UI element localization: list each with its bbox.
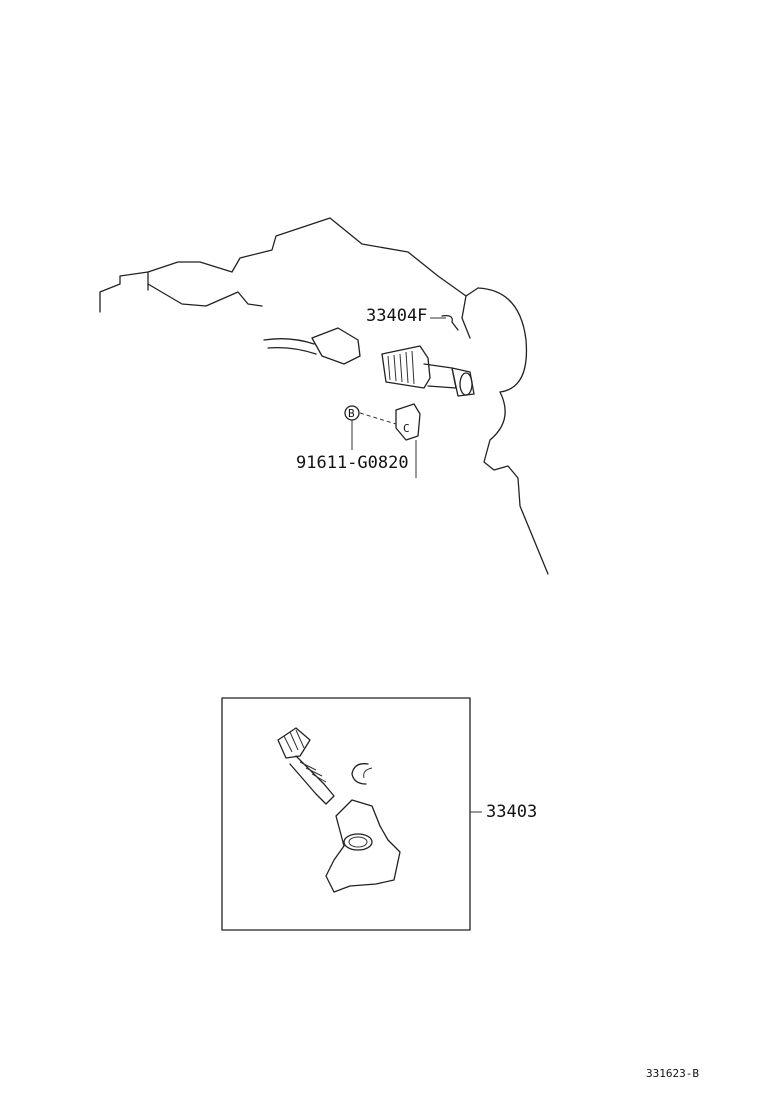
transmission-housing (99, 217, 549, 575)
label-bolt: 91611-G0820 (296, 453, 409, 473)
bolt-callout: B (344, 405, 397, 450)
driven-gear-kit-box (221, 697, 471, 931)
clamp-part: C (395, 403, 421, 478)
speedometer-sensor-part (381, 314, 475, 397)
bolt-marker: B (348, 407, 355, 420)
label-speedometer-sensor: 33404F (366, 306, 427, 326)
label-driven-gear-kit: 33403 (486, 802, 537, 822)
reference-code: 331623-B (646, 1067, 699, 1080)
clamp-marker: C (403, 422, 410, 435)
